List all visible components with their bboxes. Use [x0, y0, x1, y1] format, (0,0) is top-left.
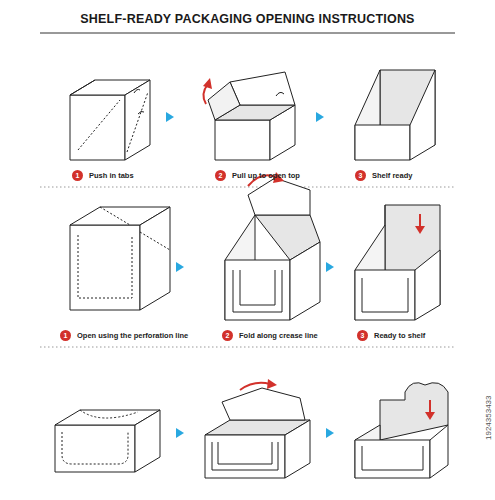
step-caption: 2 Pull up to open top — [215, 170, 300, 181]
callout-number: 3 — [357, 330, 368, 341]
step-caption: 3 Shelf ready — [355, 170, 412, 181]
callout-number: 1 — [72, 170, 83, 181]
diagram-title: SHELF-READY PACKAGING OPENING INSTRUCTIO… — [0, 12, 495, 26]
step-caption: 1 Open using the perforation line — [60, 330, 188, 341]
watermark-id: 1924353433 — [484, 396, 493, 441]
step-label: Open using the perforation line — [77, 331, 188, 340]
step-label: Pull up to open top — [232, 171, 300, 180]
callout-number: 2 — [215, 170, 226, 181]
step-caption: 1 Push in tabs — [72, 170, 134, 181]
step-caption: 2 Fold along crease line — [222, 330, 318, 341]
step-label: Shelf ready — [372, 171, 412, 180]
callout-number: 3 — [355, 170, 366, 181]
step-caption: 3 Ready to shelf — [357, 330, 425, 341]
callout-number: 2 — [222, 330, 233, 341]
step-label: Push in tabs — [89, 171, 134, 180]
step-label: Fold along crease line — [239, 331, 318, 340]
step-label: Ready to shelf — [374, 331, 425, 340]
callout-number: 1 — [60, 330, 71, 341]
